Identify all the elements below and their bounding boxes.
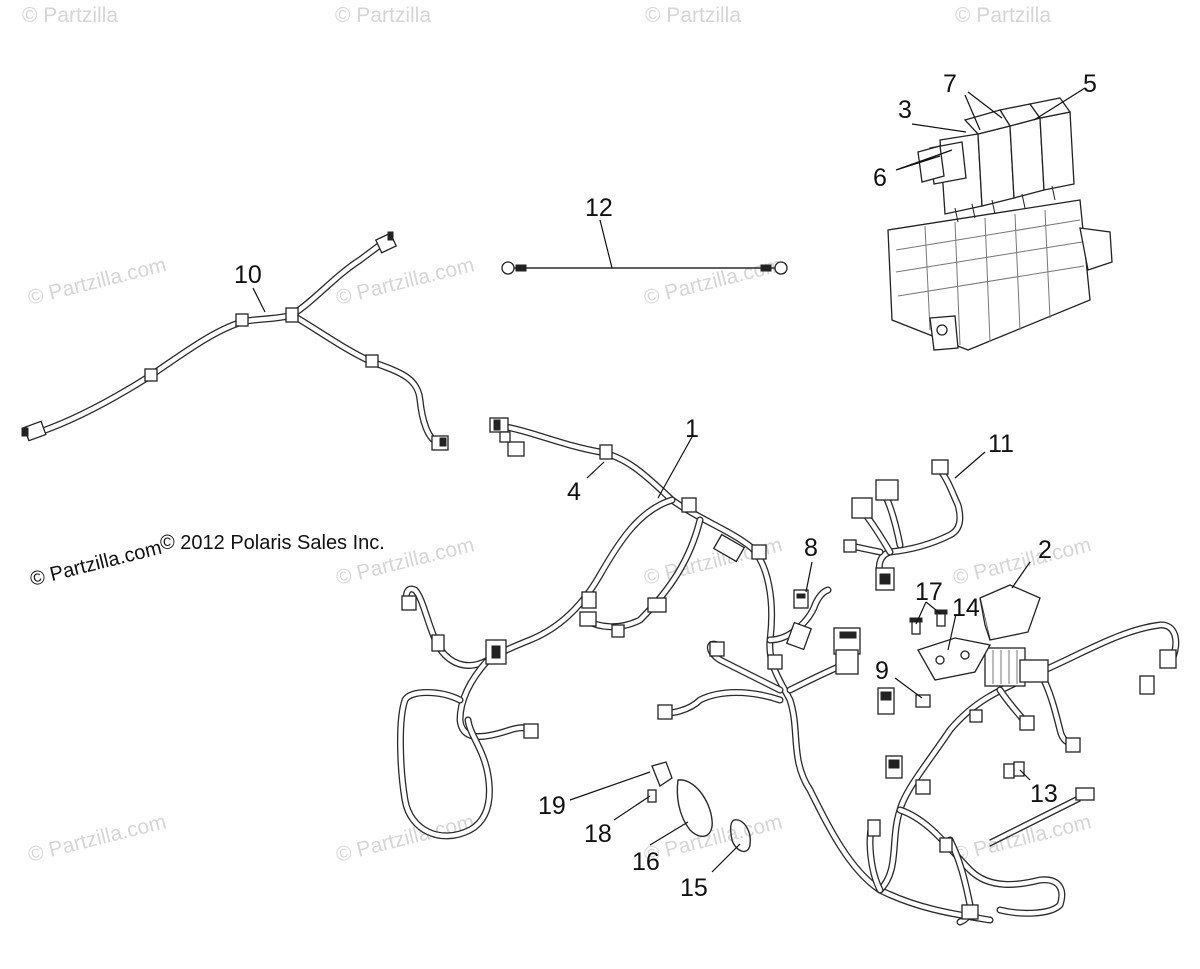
callout-13: 13 bbox=[1030, 780, 1058, 808]
part-8-fuse bbox=[793, 589, 809, 609]
watermark-top-2: © Partzilla bbox=[335, 4, 431, 27]
callout-12: 12 bbox=[585, 194, 613, 222]
partzilla-logo: © Partzilla.com bbox=[28, 537, 164, 591]
callout-1: 1 bbox=[685, 415, 699, 443]
callout-17: 17 bbox=[915, 578, 943, 606]
watermark-layer: © Partzilla © Partzilla © Partzilla © Pa… bbox=[22, 4, 1094, 867]
callout-5: 5 bbox=[1083, 70, 1097, 98]
callout-11: 11 bbox=[988, 430, 1014, 458]
callout-14: 14 bbox=[952, 594, 980, 622]
callout-4: 4 bbox=[567, 478, 581, 506]
callout-10: 10 bbox=[234, 261, 262, 289]
part-14-bracket bbox=[909, 609, 992, 681]
copyright-text: © 2012 Polaris Sales Inc. bbox=[160, 532, 385, 554]
callout-15: 15 bbox=[680, 874, 708, 902]
watermark-r3-3: © Partzilla.com bbox=[642, 810, 785, 867]
callout-2: 2 bbox=[1038, 536, 1052, 564]
part-13-fuses bbox=[1003, 761, 1025, 779]
part-1-main-harness bbox=[396, 417, 1180, 926]
watermark-r3-1: © Partzilla.com bbox=[26, 810, 169, 867]
watermark-top-3: © Partzilla bbox=[645, 4, 741, 27]
callout-9: 9 bbox=[875, 657, 889, 685]
part-11-sub-harness bbox=[843, 459, 964, 591]
callout-6: 6 bbox=[873, 164, 887, 192]
parts-15-19 bbox=[647, 761, 751, 853]
callout-7: 7 bbox=[943, 70, 957, 98]
part-9-connector bbox=[877, 687, 931, 715]
watermark-r1-1: © Partzilla.com bbox=[26, 253, 169, 310]
relay-fuse-box bbox=[887, 97, 1113, 351]
watermark-top-1: © Partzilla bbox=[22, 4, 118, 27]
leader-lines bbox=[252, 87, 1086, 873]
callout-3: 3 bbox=[898, 96, 912, 124]
part-12-ground-cable bbox=[501, 261, 788, 275]
watermark-r1-3: © Partzilla.com bbox=[642, 253, 785, 310]
callout-16: 16 bbox=[632, 848, 660, 876]
watermark-r2-4: © Partzilla.com bbox=[951, 533, 1094, 590]
callout-19: 19 bbox=[538, 792, 566, 820]
part-2-relay-cover bbox=[979, 584, 1041, 641]
watermark-top-4: © Partzilla bbox=[955, 4, 1051, 27]
part-10-branch-harness bbox=[21, 231, 449, 451]
callout-8: 8 bbox=[804, 534, 818, 562]
watermark-r3-4: © Partzilla.com bbox=[951, 810, 1094, 867]
callout-18: 18 bbox=[584, 820, 612, 848]
callout-labels: 1 2 3 4 5 6 7 8 9 10 11 12 13 14 15 16 1… bbox=[234, 70, 1097, 902]
